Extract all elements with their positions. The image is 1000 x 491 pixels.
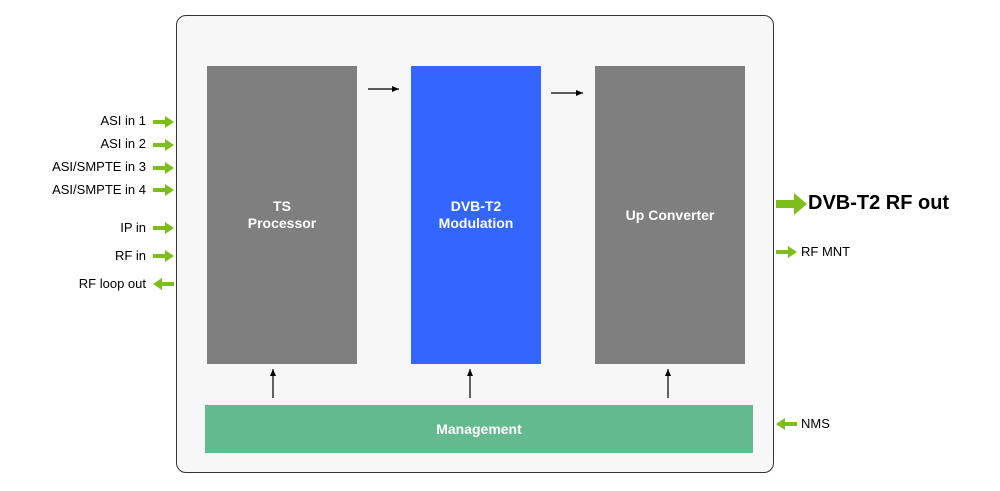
input-arrow-rf bbox=[153, 250, 174, 262]
input-arrow-asi-smpte-4-shape bbox=[153, 184, 174, 196]
up-converter-label: Up Converter bbox=[625, 206, 715, 223]
output-arrow-rf-mnt bbox=[776, 246, 797, 258]
output-label-rf-mnt: RF MNT bbox=[801, 244, 851, 259]
output-arrow-dvb-t2-rf bbox=[776, 193, 807, 215]
input-arrow-asi-1-shape bbox=[153, 116, 174, 128]
input-label-ip: IP in bbox=[120, 220, 146, 235]
output-arrow-rf-loop-shape bbox=[153, 278, 174, 290]
input-arrow-asi-smpte-4 bbox=[153, 184, 174, 196]
input-label-rf: RF in bbox=[114, 248, 146, 263]
input-arrow-asi-smpte-3 bbox=[153, 162, 174, 174]
output-arrow-rf-loop bbox=[153, 278, 174, 290]
output-arrow-rf-mnt-shape bbox=[776, 246, 797, 258]
input-arrow-asi-2 bbox=[153, 139, 174, 151]
input-arrow-nms bbox=[776, 418, 797, 430]
input-arrow-asi-smpte-3-shape bbox=[153, 162, 174, 174]
output-label-rf-loop: RF loop out bbox=[78, 276, 146, 291]
input-label-asi-1: ASI in 1 bbox=[100, 113, 146, 128]
input-arrow-ip-shape bbox=[153, 222, 174, 234]
up-converter-block: Up Converter bbox=[595, 66, 745, 364]
input-label-nms: NMS bbox=[801, 416, 830, 431]
output-label-dvb-t2-rf: DVB-T2 RF out bbox=[808, 192, 950, 214]
management-label: Management bbox=[436, 420, 522, 437]
dvb-t2-modulation-label: DVB-T2 Modulation bbox=[438, 198, 514, 231]
dvb-t2-modulation-block: DVB-T2 Modulation bbox=[411, 66, 541, 364]
management-block: Management bbox=[205, 405, 753, 453]
ts-processor-label: TS Processor bbox=[247, 198, 317, 231]
input-arrow-nms-shape bbox=[776, 418, 797, 430]
ts-processor-block: TS Processor bbox=[207, 66, 357, 364]
input-label-asi-2: ASI in 2 bbox=[100, 136, 146, 151]
output-arrow-dvb-t2-rf-shape bbox=[776, 193, 807, 215]
input-label-asi-smpte-3: ASI/SMPTE in 3 bbox=[52, 159, 146, 174]
input-arrow-asi-1 bbox=[153, 116, 174, 128]
input-arrow-ip bbox=[153, 222, 174, 234]
input-label-asi-smpte-4: ASI/SMPTE in 4 bbox=[52, 182, 146, 197]
input-arrow-rf-shape bbox=[153, 250, 174, 262]
input-arrow-asi-2-shape bbox=[153, 139, 174, 151]
